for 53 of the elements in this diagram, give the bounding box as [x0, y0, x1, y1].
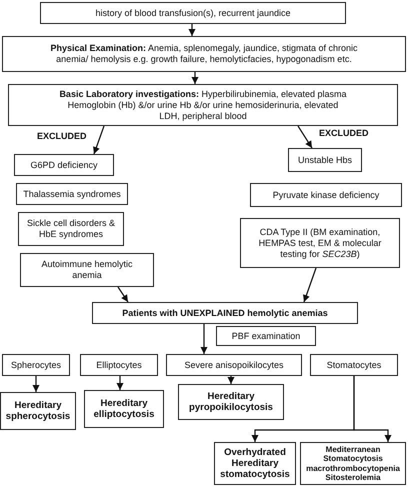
step-text: Thalassemia syndromes: [23, 188, 121, 200]
process-box: [2, 36, 406, 72]
finding-box: [166, 354, 302, 376]
step-text: CDA Type II (BM examination, HEMPAS test, EM & molecular testing for SEC23B): [258, 226, 382, 260]
step-text: Physical Examination: Anemia, splenomegaly, jaundice, stigmata of chronic anemia/ hemolysis e.g. growth failure, hemolyticfacies, hypogonadism etc.: [50, 43, 358, 65]
diagnosis-text: Mediterranean Stomatocytosis macrothrombocytopenia Sitosterolemia: [305, 444, 401, 482]
arrow: [32, 376, 40, 392]
arrow: [353, 376, 392, 442]
finding-text: Stomatocytes: [326, 360, 382, 370]
process-box: [288, 148, 362, 172]
step-text: history of blood transfusion(s), recurrent jaundice: [95, 8, 291, 18]
finding-text: Spherocytes: [10, 360, 62, 370]
process-box: [8, 84, 398, 126]
finding-text: Severe anisopoikilocytes: [184, 360, 284, 370]
edge-label: EXCLUDED: [318, 128, 370, 139]
arrow: [298, 126, 312, 148]
step-text: PBF examination: [232, 330, 300, 342]
process-box: [18, 212, 124, 246]
step-text: Unstable Hbs: [298, 154, 352, 166]
diagnosis-text: Hereditary pyropoikilocytosis: [188, 391, 274, 413]
finding-text: Elliptocytes: [96, 360, 142, 370]
arrow: [93, 126, 105, 154]
step-text: Pyruvate kinase deficiency: [272, 190, 380, 200]
process-box: [92, 302, 358, 324]
arrow: [188, 24, 196, 36]
diagnosis-box: [178, 384, 284, 420]
diagnosis-text: Hereditary spherocytosis: [4, 400, 72, 422]
process-box: [14, 154, 114, 176]
finding-box: [310, 354, 398, 376]
process-box: [216, 326, 316, 346]
arrow: [116, 376, 124, 390]
process-box: [240, 218, 400, 268]
process-box: [250, 183, 402, 207]
process-box: [20, 253, 154, 287]
finding-box: [80, 354, 158, 376]
diagnosis-text: Overhydrated Hereditary stomatocytosis: [219, 447, 291, 480]
diagnosis-box: [84, 390, 164, 428]
step-text: Sickle cell disorders & HbE syndromes: [26, 218, 116, 240]
diagnosis-box: [0, 392, 76, 430]
step-text: Autoimmune hemolytic anemia: [40, 259, 134, 281]
arrow: [192, 72, 198, 84]
process-box: [16, 183, 128, 205]
process-box: [40, 2, 346, 24]
step-text: Basic Laboratory investigations: Hyperbilirubinemia, elevated plasma Hemoglobin (Hb) &/or urine Hb &/or urine hemosiderinuria, elevated LDH, peripheral blood: [58, 88, 348, 122]
step-text: G6PD deficiency: [30, 160, 98, 170]
diagnosis-text: Hereditary elliptocytosis: [92, 398, 156, 420]
finding-box: [2, 354, 70, 376]
arrow: [118, 286, 128, 302]
step-text: Patients with UNEXPLAINED hemolytic anemias: [122, 308, 328, 318]
arrow: [303, 268, 317, 302]
edge-label: EXCLUDED: [36, 131, 88, 142]
arrow: [228, 376, 234, 384]
arrow: [200, 324, 208, 354]
